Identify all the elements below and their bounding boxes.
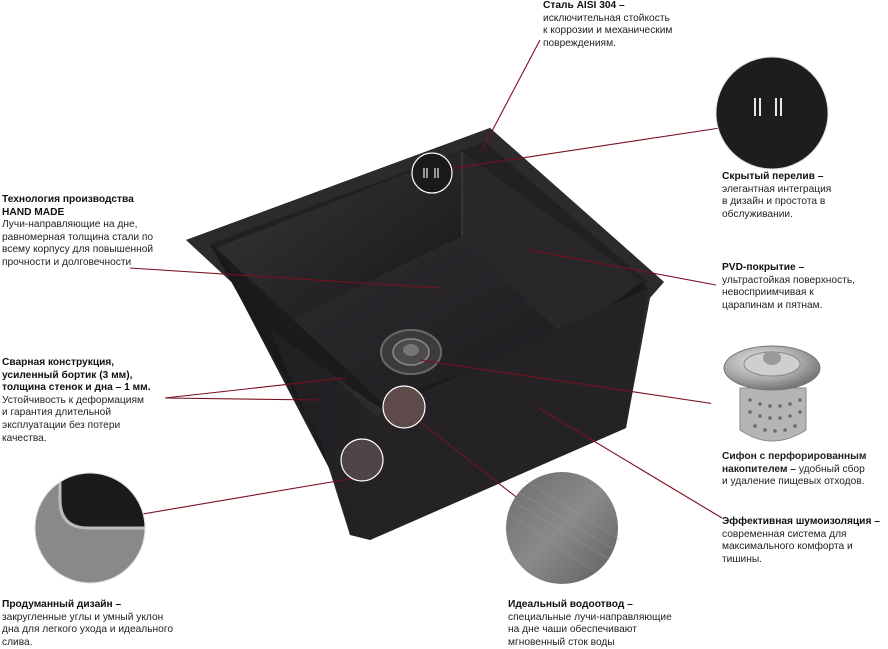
caption-overflow-text: элегантная интеграция в дизайн и простот…	[722, 183, 832, 220]
caption-overflow-title: Скрытый перелив –	[722, 171, 824, 182]
caption-pvd: PVD-покрытие – ультрастойкая поверхность…	[722, 262, 855, 312]
hidden-overflow-icon	[715, 56, 829, 170]
brushed-texture-icon	[506, 472, 621, 584]
caption-handmade: Технология производства HAND MADE Лучи-н…	[2, 194, 153, 270]
caption-noise-text: современная система для максимального ко…	[722, 528, 853, 565]
sink-body	[186, 128, 664, 540]
caption-welded: Сварная конструкция, усиленный бортик (3…	[2, 357, 151, 445]
caption-steel-title: Сталь AISI 304 –	[543, 0, 625, 11]
caption-handmade-text: Лучи-направляющие на дне, равномерная то…	[2, 219, 154, 268]
caption-handmade-title: Технология производства HAND MADE	[2, 194, 134, 218]
caption-design-text: закругленные углы и умный уклон дна для …	[2, 611, 173, 648]
caption-drain-text: специальные лучи-направляющие на дне чаш…	[508, 611, 672, 648]
caption-overflow: Скрытый перелив – элегантная интеграция …	[722, 171, 831, 221]
caption-drain: Идеальный водоотвод – специальные лучи-н…	[508, 599, 672, 649]
caption-steel: Сталь AISI 304 – исключительная стойкост…	[543, 0, 672, 50]
caption-welded-title: Сварная конструкция, усиленный бортик (3…	[2, 357, 151, 394]
caption-design-title: Продуманный дизайн –	[2, 599, 122, 610]
caption-siphon-text: удобный сбор и удаление пищевых отходов.	[722, 463, 865, 488]
caption-noise: Эффективная шумоизоляция – современная с…	[722, 516, 880, 566]
corner-detail-icon	[34, 472, 146, 584]
siphon-strainer-icon	[710, 330, 834, 454]
sink-drain	[380, 329, 442, 375]
caption-pvd-title: PVD-покрытие –	[722, 262, 805, 273]
caption-steel-text: исключительная стойкость к коррозии и ме…	[543, 12, 673, 49]
caption-design: Продуманный дизайн – закругленные углы и…	[2, 599, 173, 649]
caption-siphon-title: Сифон с перфорированным накопителем –	[722, 451, 867, 475]
caption-drain-title: Идеальный водоотвод –	[508, 599, 633, 610]
caption-noise-title: Эффективная шумоизоляция –	[722, 516, 880, 527]
caption-welded-text: Устойчивость к деформациям и гарантия дл…	[2, 394, 144, 444]
caption-pvd-text: ультрастойкая поверхность, невосприимчив…	[722, 274, 855, 311]
caption-siphon: Сифон с перфорированным накопителем – уд…	[722, 451, 866, 489]
marker-circles	[340, 152, 453, 482]
